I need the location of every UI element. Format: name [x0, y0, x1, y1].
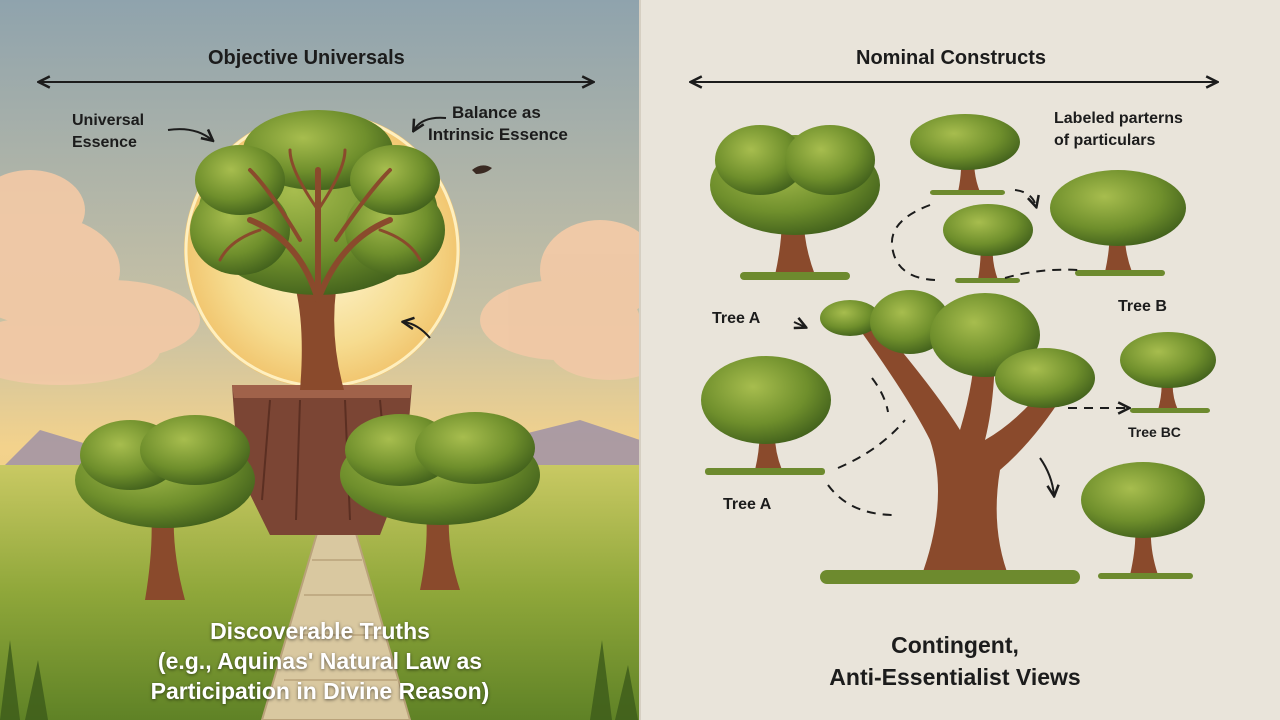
tree-large-topleft [710, 125, 880, 280]
universal-essence-line-2: Essence [72, 134, 137, 151]
balance-arrow [414, 116, 447, 130]
dashed-to-center [827, 484, 896, 516]
clouds-left [0, 170, 200, 385]
balance-line-1: Balance as [452, 103, 541, 122]
dashed-arrow-top [1014, 189, 1036, 206]
tree-bottom-right [1081, 462, 1205, 579]
arrow-down-right [1039, 457, 1054, 495]
left-title: Objective Universals [208, 47, 405, 69]
tree-bc-label: Tree BC [1128, 424, 1181, 440]
tree-bc [1120, 332, 1216, 413]
patterns-label: Labeled parterns of particulars [1054, 108, 1183, 152]
left-caption: Discoverable Truths (e.g., Aquinas' Natu… [135, 616, 505, 706]
left-tree [75, 415, 255, 600]
tree-a-left [701, 356, 831, 475]
bird [472, 165, 492, 174]
dashed-branch [871, 377, 889, 413]
tree-small-top [910, 114, 1020, 195]
central-tree-trunk [296, 270, 344, 390]
left-caption-line-3: Participation in Divine Reason) [150, 678, 490, 704]
dashed-loop [890, 204, 936, 281]
universal-essence-arrow [167, 128, 212, 140]
patterns-line-1: Labeled parterns [1054, 110, 1183, 127]
left-caption-line-1: Discoverable Truths [210, 618, 430, 644]
right-caption-line-2: Anti-Essentialist Views [829, 664, 1081, 690]
tree-a-top-label: Tree A [712, 310, 761, 327]
universal-essence-label: Universal Essence [72, 110, 144, 154]
balance-label: Balance as Intrinsic Essence [428, 102, 568, 146]
left-caption-line-2: (e.g., Aquinas' Natural Law as [157, 648, 483, 674]
right-tree [340, 412, 540, 590]
trunk-pointer-arrow [404, 322, 431, 339]
balance-line-2: Intrinsic Essence [428, 125, 568, 144]
right-caption-line-1: Contingent, [891, 632, 1019, 658]
tree-a-bottom-label: Tree A [723, 496, 772, 513]
patterns-line-2: of particulars [1054, 132, 1156, 149]
tree-a-top-arrow [793, 322, 805, 327]
right-title: Nominal Constructs [856, 47, 1047, 69]
tree-b-label: Tree B [1118, 298, 1167, 315]
tree-b [1050, 170, 1186, 276]
universal-essence-line-1: Universal [72, 112, 145, 129]
central-twisted-tree [820, 290, 1095, 584]
dashed-from-tree-a [837, 419, 906, 469]
tree-small-mid [943, 204, 1033, 283]
right-caption: Contingent, Anti-Essentialist Views [800, 629, 1110, 693]
dashed-to-tree-b [1004, 268, 1079, 279]
